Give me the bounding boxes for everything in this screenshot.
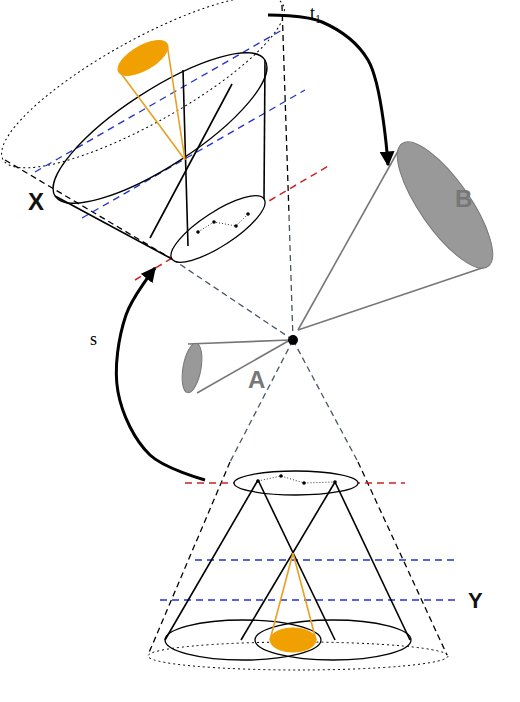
point xyxy=(333,480,337,484)
cone-boundary xyxy=(5,160,172,259)
cone-base-ellipse xyxy=(165,620,321,660)
cone-edge xyxy=(55,196,172,259)
cone-group: X xyxy=(8,0,268,268)
point xyxy=(302,481,306,485)
cone-edge xyxy=(298,144,402,330)
point xyxy=(246,212,250,216)
orange-cone-edge xyxy=(270,553,293,640)
orange-cone-edge xyxy=(293,553,316,640)
edge-label: s xyxy=(90,330,97,348)
cone-boundary xyxy=(172,259,293,340)
point xyxy=(212,220,216,224)
cone: B xyxy=(300,165,492,332)
red-dashed-line xyxy=(135,165,330,280)
curved-arrow xyxy=(268,15,388,165)
cone-base-ellipse xyxy=(255,620,411,660)
cone-edge xyxy=(150,84,232,238)
blue-dashed-line xyxy=(35,30,282,172)
node-label: Y xyxy=(468,590,483,612)
cone-boundary xyxy=(230,340,293,462)
cone-edge xyxy=(188,340,290,344)
blue-dashed-line xyxy=(160,599,460,600)
cone-boundary xyxy=(282,5,289,215)
cone-edge xyxy=(165,480,258,640)
point xyxy=(196,230,200,234)
blue-dashed-line xyxy=(195,559,455,560)
dotted-polygon xyxy=(198,214,248,232)
dotted-polygon xyxy=(258,476,335,483)
gray-ellipse xyxy=(382,129,509,281)
orange-cone-edge xyxy=(120,72,185,160)
outer-dotted-ellipse xyxy=(0,0,303,196)
node-label: A xyxy=(248,368,265,392)
cone-edge xyxy=(335,482,410,640)
gray-ellipse xyxy=(179,342,205,394)
orange-ellipse xyxy=(270,628,316,652)
node-label: X xyxy=(28,190,44,214)
point xyxy=(256,479,260,483)
cone-edge xyxy=(241,482,335,640)
curved-arrow xyxy=(116,268,205,480)
edge-label: t₁ xyxy=(310,4,321,22)
point xyxy=(234,224,238,228)
cone-group: Y xyxy=(145,480,485,690)
point xyxy=(279,474,283,478)
cone-small-ellipse xyxy=(163,185,274,273)
node-label: B xyxy=(455,187,472,211)
cone-edge xyxy=(264,60,265,199)
cone-edge xyxy=(298,266,488,330)
cone: A xyxy=(178,325,294,397)
apex-point xyxy=(288,335,298,345)
cone-edge xyxy=(197,340,290,393)
cone-edge xyxy=(258,480,335,640)
cone-boundary xyxy=(289,215,293,340)
orange-cone-edge xyxy=(167,44,185,160)
cone-boundary xyxy=(293,340,358,462)
